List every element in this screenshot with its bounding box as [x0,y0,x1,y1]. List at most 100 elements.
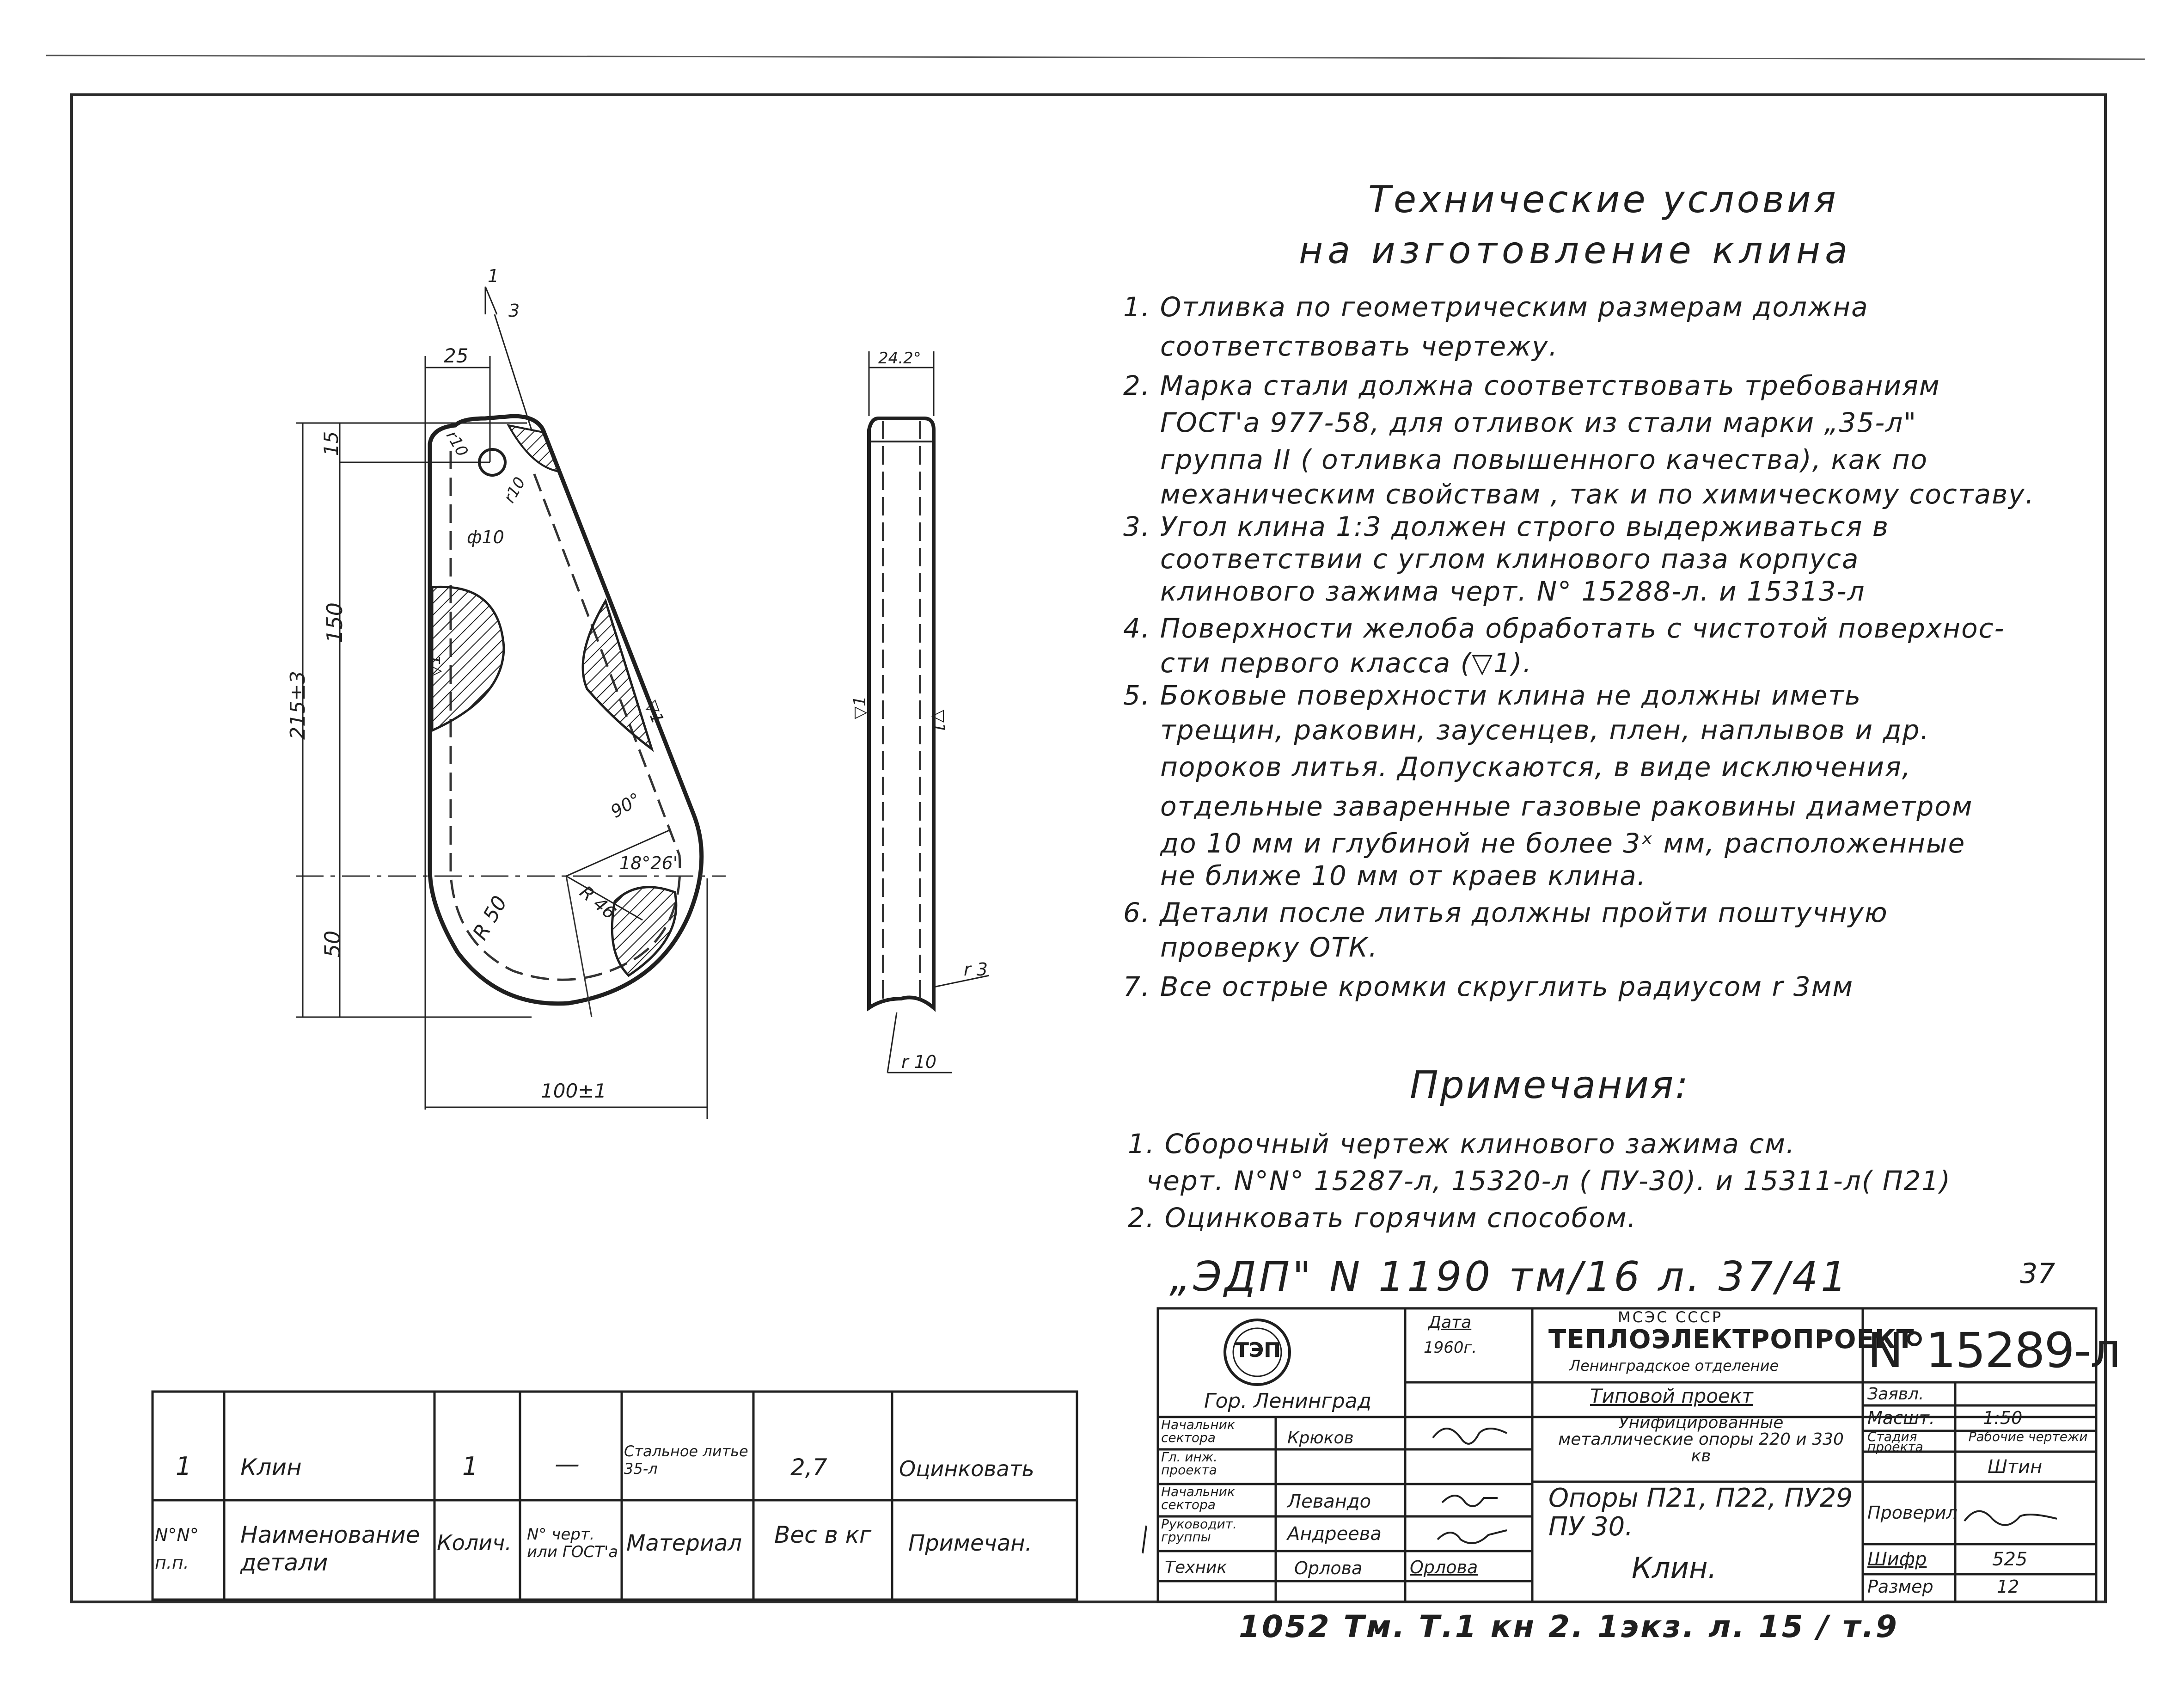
spec-line: отдельные заваренные газовые раковины ди… [1160,791,1973,822]
title-part: Клин. [1632,1551,1717,1585]
spec-line: 1. Отливка по геометрическим размерам до… [1123,291,1869,323]
dim-slope-3: 3 [508,301,520,321]
org-ministry: МСЭС СССР [1618,1308,1723,1326]
spec-line: трещин, раковин, заусенцев, плен, наплыв… [1160,714,1930,746]
notes-line: черт. N°N° 15287-л, 15320-л ( ПУ-30). и … [1146,1165,1951,1196]
city: Гор. Ленинград [1204,1389,1372,1413]
section-top [507,424,561,473]
dim-phi10: ф10 [467,527,504,547]
right-value: 1:50 [1983,1408,2023,1428]
section-right [581,598,654,752]
archive-stamp-line: „ЭДП" N 1190 тм/16 л. 37/41 [1169,1253,1850,1300]
spec-line: сти первого класса (▽1). [1160,647,1532,679]
spec-line: группа II ( отливка повышенного качества… [1160,444,1928,475]
right-value: Штин [1988,1456,2043,1478]
surface-mark-3: ▽1 [850,696,869,719]
date-value: 1960г. [1424,1338,1477,1357]
spec-line: не ближе 10 мм от краев клина. [1160,860,1647,891]
spec-line: до 10 мм и глубиной не более 3ˣ мм, расп… [1160,828,1966,859]
tech-conditions-title-1: Технические условия [1368,178,1839,221]
role-label: Начальник сектора [1161,1484,1235,1512]
role-label: Руководит. группы [1161,1516,1237,1545]
row-drawing: — [555,1449,580,1478]
spec-line: соответствовать чертежу. [1160,331,1559,362]
right-value: Рабочие чертежи [1968,1429,2088,1444]
spec-line: 5. Боковые поверхности клина не должны и… [1123,680,1862,711]
dim-100: 100±1 [541,1080,607,1102]
dim-r10-c: r 10 [901,1052,937,1072]
notes-line: 2. Оцинковать горячим способом. [1128,1202,1637,1233]
project-type: Типовой проект [1590,1385,1753,1407]
page-number: 37 [2020,1257,2056,1290]
notes-title: Примечания: [1410,1063,1690,1107]
row-note: Оцинковать [899,1456,1034,1481]
org-logo-text: ТЭП [1235,1338,1281,1362]
org-logo-circle [1224,1319,1291,1386]
parts-table-grid [151,1390,1078,1601]
dim-215: 215±3 [286,671,310,740]
spec-line: проверку ОТК. [1160,932,1378,963]
surface-mark-1: ▽1 [425,654,444,678]
dim-25: 25 [444,344,469,367]
right-value: 12 [1997,1576,2019,1597]
drawing-number: N°15289-л [1867,1322,2121,1379]
surface-mark-4: ▽1 [929,710,948,733]
signatures [1142,1428,2057,1554]
header-weight: Вес в кг [774,1521,872,1548]
wedge-side-view [867,417,936,1012]
title-main: Опоры П21, П22, ПУ29 ПУ 30. [1548,1483,1853,1542]
right-label: Шифр [1867,1549,1927,1570]
row-weight: 2,7 [790,1454,827,1481]
notes-line: 1. Сборочный чертеж клинового зажима см. [1128,1128,1796,1159]
row-num: 1 [176,1452,192,1481]
role-label: Техник [1165,1558,1227,1577]
dim-angle-18: 18°26' [619,853,678,873]
role-label: Гл. инж. проекта [1161,1449,1217,1478]
bottom-archive-line: 1052 Тм. Т.1 кн 2. 1экз. л. 15 / т.9 [1239,1609,1899,1644]
dim-150: 150 [322,602,347,643]
right-label: Размер [1867,1576,1933,1597]
dim-50: 50 [320,930,345,958]
spec-line: 7. Все острые кромки скруглить радиусом … [1123,971,1854,1002]
dim-slope-1: 1 [488,266,499,286]
role-name: Андреева [1287,1523,1382,1545]
right-label: Проверил [1867,1503,1958,1523]
spec-line: 6. Детали после литья должны пройти пошт… [1123,897,1888,928]
spec-line: 4. Поверхности желоба обработать с чисто… [1123,613,2005,644]
role-name: Крюков [1287,1429,1354,1448]
spec-line: клинового зажима черт. N° 15288-л. и 153… [1160,576,1866,607]
row-material: Стальное литье 35-л [624,1442,748,1478]
header-drawing: N° черт. или ГОСТ'а [527,1525,618,1561]
row-qty: 1 [462,1452,478,1481]
signature-orlova: Орлова [1410,1557,1478,1577]
spec-line: соответствии с углом клинового паза корп… [1160,543,1860,575]
role-name: Левандо [1287,1491,1371,1512]
role-label: Начальник сектора [1161,1417,1235,1445]
spec-line: механическим свойствам , так и по химиче… [1160,478,2035,510]
right-label: Заявл. [1867,1385,1924,1404]
spec-line: 3. Угол клина 1:3 должен строго выдержив… [1123,511,1889,542]
spec-line: пороков литья. Допускаются, в виде исклю… [1160,751,1912,783]
header-material: Материал [626,1530,742,1556]
header-note: Примечан. [908,1530,1032,1556]
header-qty: Колич. [437,1530,512,1555]
org-branch: Ленинградское отделение [1569,1357,1779,1374]
row-name: Клин [240,1454,302,1481]
section-left [431,585,505,732]
right-label: Масшт. [1867,1408,1935,1428]
date-label: Дата [1428,1313,1472,1332]
title-block-grid [1156,1307,2098,1603]
spec-line: ГОСТ'а 977-58, для отливок из стали марк… [1160,407,1917,438]
dim-r3: r 3 [964,959,988,980]
role-name: Орлова [1294,1558,1363,1578]
outer-frame [70,93,2107,1603]
project-desc: Унифицированные металлические опоры 220 … [1558,1413,1844,1466]
right-label: Стадия проекта [1867,1429,1923,1454]
wedge-front-view [428,414,704,1006]
spec-line: 2. Марка стали должна соответствовать тр… [1123,370,1940,401]
dim-width-24: 24.2° [878,349,921,368]
right-value: 525 [1992,1549,2028,1570]
section-bottom [611,886,678,977]
header-num: N°N° п.п. [155,1525,199,1573]
